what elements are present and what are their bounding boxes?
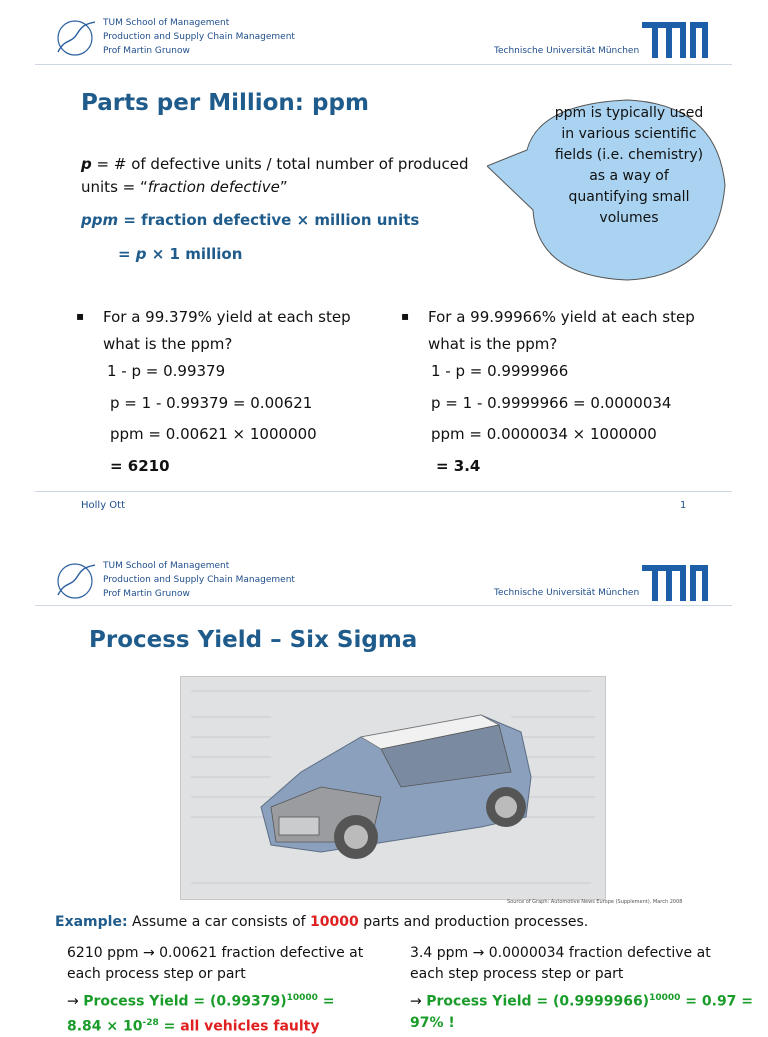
header-chair: Production and Supply Chain Management: [103, 32, 295, 42]
right-arrow: →: [410, 993, 427, 1010]
left-line-2: each process step or part: [67, 966, 246, 982]
university-name: Technische Universität München: [494, 588, 640, 598]
tum-logo-icon: [642, 22, 708, 58]
slide-title: Process Yield – Six Sigma: [89, 627, 418, 653]
footer-author: Holly Ott: [81, 500, 126, 511]
example-text-a: Assume a car consists of: [127, 914, 311, 930]
ppm-eq-prefix: =: [118, 245, 136, 263]
definition-p: p = # of defective units / total number …: [81, 153, 501, 199]
right-step-2: p = 1 - 0.9999966 = 0.0000034: [431, 394, 672, 412]
right-line-1: 3.4 ppm → 0.0000034 fraction defective a…: [410, 945, 711, 961]
header-divider: [35, 64, 732, 65]
left-step-2: p = 1 - 0.99379 = 0.00621: [110, 394, 313, 412]
callout-text: ppm is typically used in various scienti…: [554, 105, 704, 226]
def-p-text: = # of defective units / total number of…: [91, 155, 469, 173]
slide-2: TUM School of Management Production and …: [0, 545, 768, 1024]
slide-1: TUM School of Management Production and …: [35, 16, 732, 511]
left-calculation: 6210 ppm → 0.00621 fraction defective at…: [67, 943, 363, 1037]
left-yield-exponent: 10000: [286, 993, 318, 1003]
car-cutaway-image: [180, 676, 606, 900]
tum-sm-logo-icon: [57, 20, 95, 56]
right-yield-eq: = 0.97 =: [680, 993, 754, 1010]
left-value-a: 8.84 × 10: [67, 1018, 143, 1035]
car-illustration-icon: [191, 690, 595, 884]
left-yield-label: Process Yield = (0.99379): [83, 993, 287, 1010]
left-question-line2: what is the ppm?: [103, 335, 233, 353]
def-p-line2c: ”: [279, 178, 288, 196]
left-yield-value: 8.84 × 10-28 = all vehicles faulty: [67, 1013, 363, 1037]
example-line: Example: Assume a car consists of 10000 …: [55, 911, 588, 934]
left-line-1: 6210 ppm → 0.00621 fraction defective at: [67, 945, 364, 961]
page-number: 1: [680, 500, 687, 511]
header-professor: Prof Martin Grunow: [103, 589, 190, 599]
def-fraction-defective: fraction defective: [147, 178, 280, 196]
ppm-eq-p: p: [135, 245, 147, 263]
right-line-2: each step process step or part: [410, 966, 624, 982]
left-value-exponent: -28: [142, 1017, 159, 1028]
right-yield-label: Process Yield = (0.9999966): [426, 993, 650, 1010]
image-source: Source of Graph: Automotive News Europe …: [507, 899, 683, 905]
definition-ppm: ppm = fraction defective × million units: [81, 209, 419, 232]
right-question: For a 99.99966% yield at each step what …: [428, 304, 695, 358]
left-yield: → Process Yield = (0.99379)10000 =: [67, 988, 363, 1013]
right-calculation: 3.4 ppm → 0.0000034 fraction defective a…: [410, 943, 753, 1034]
ppm-definition-text: = fraction defective × million units: [118, 211, 420, 229]
tum-sm-logo-icon: [57, 563, 95, 599]
right-result: = 3.4: [436, 457, 481, 475]
left-conclusion: all vehicles faulty: [180, 1018, 320, 1035]
header-lines: TUM School of Management Production and …: [103, 559, 295, 601]
left-question-line1: For a 99.379% yield at each step: [103, 308, 351, 326]
header-lines: TUM School of Management Production and …: [103, 16, 295, 58]
left-result: = 6210: [110, 457, 170, 475]
header-school: TUM School of Management: [103, 18, 230, 28]
left-value-eq: =: [158, 1018, 181, 1035]
header-divider: [35, 605, 732, 606]
right-step-3: ppm = 0.0000034 × 1000000: [431, 425, 657, 443]
var-p: p: [81, 155, 92, 173]
right-step-1: 1 - p = 0.9999966: [431, 362, 569, 380]
example-text-b: parts and production processes.: [358, 914, 589, 930]
left-step-3: ppm = 0.00621 × 1000000: [110, 425, 317, 443]
university-name: Technische Universität München: [494, 46, 640, 56]
header-chair: Production and Supply Chain Management: [103, 575, 295, 585]
header-professor: Prof Martin Grunow: [103, 46, 190, 56]
slide-title: Parts per Million: ppm: [81, 90, 369, 116]
ppm-eq-suffix: × 1 million: [146, 245, 243, 263]
footer-divider: [35, 491, 732, 492]
left-question: For a 99.379% yield at each step what is…: [103, 304, 351, 358]
right-yield: → Process Yield = (0.9999966)10000 = 0.9…: [410, 988, 753, 1013]
ppm-equation: = p × 1 million: [118, 243, 242, 266]
left-step-1: 1 - p = 0.99379: [107, 362, 226, 380]
right-conclusion: 97% !: [410, 1014, 455, 1031]
left-yield-eq: =: [317, 993, 335, 1010]
example-count: 10000: [310, 914, 359, 930]
var-ppm: ppm: [81, 211, 119, 229]
right-question-line2: what is the ppm?: [428, 335, 558, 353]
tum-logo-icon: [642, 565, 708, 601]
bullet-icon: ▪: [401, 309, 410, 323]
right-yield-exponent: 10000: [649, 993, 681, 1003]
left-arrow: →: [67, 993, 84, 1010]
bullet-icon: ▪: [76, 309, 85, 323]
right-question-line1: For a 99.99966% yield at each step: [428, 308, 695, 326]
callout-bubble: [487, 99, 726, 281]
def-p-line2a: units = “: [81, 178, 148, 196]
example-label: Example:: [55, 914, 128, 930]
header-school: TUM School of Management: [103, 561, 230, 571]
